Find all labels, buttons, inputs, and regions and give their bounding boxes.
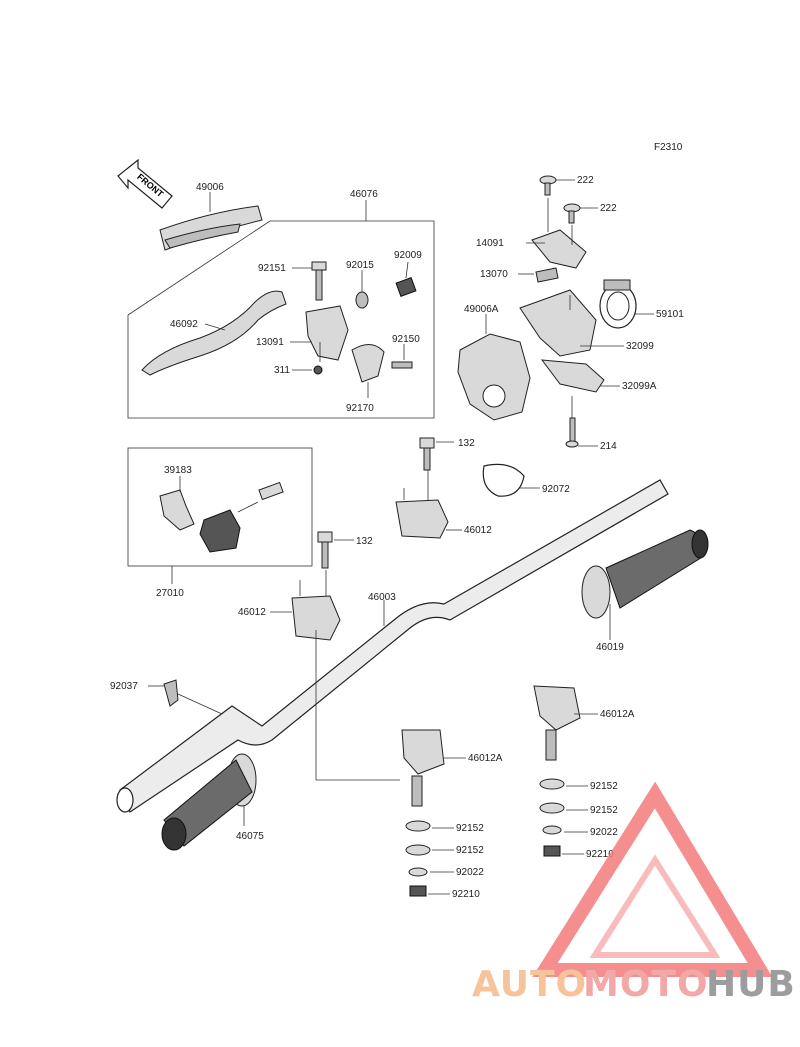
screw-222a-part: [539, 175, 557, 196]
callout-labels: 222 222 14091 13070 59101 49006A 32099 3…: [110, 175, 684, 900]
callout-27010: 27010: [156, 588, 184, 599]
front-arrow-icon: FRONT: [117, 158, 173, 209]
screw-214-part: [565, 417, 579, 448]
callout-59101: 59101: [656, 309, 684, 320]
grip-46019-part: [581, 529, 709, 619]
housing-32099-part: [519, 289, 597, 357]
switch-part: [199, 481, 284, 553]
callout-46019: 46019: [596, 642, 624, 653]
lever-holder-part: [305, 305, 349, 361]
nut-92210-r-part: [543, 845, 561, 857]
callout-92037: 92037: [110, 681, 138, 692]
callout-49006A: 49006A: [464, 304, 499, 315]
callout-92152-r2: 92152: [590, 805, 618, 816]
ring-59101-part: [599, 279, 637, 329]
callout-46012A-left: 46012A: [468, 753, 503, 764]
callout-222b: 222: [600, 203, 617, 214]
adjuster-92009-part: [395, 277, 417, 297]
callout-92072: 92072: [542, 484, 570, 495]
holder-46012a-part: [395, 499, 449, 539]
callout-92152-l1: 92152: [456, 823, 484, 834]
nut-92210-l-part: [409, 885, 427, 897]
callout-92150: 92150: [392, 334, 420, 345]
callout-311: 311: [274, 365, 290, 376]
watermark-logo: AUTO MOTO HUB: [472, 781, 796, 1005]
callout-49006: 49006: [196, 182, 224, 193]
watermark-text-moto: MOTO: [583, 964, 709, 1005]
callout-46092: 46092: [170, 319, 198, 330]
callout-132b: 132: [356, 536, 373, 547]
switch-assembly-box: [127, 447, 313, 567]
callout-46076: 46076: [350, 189, 378, 200]
grip-46075-part: [161, 753, 257, 851]
clamp-92170-part: [351, 344, 385, 383]
callout-32099: 32099: [626, 341, 654, 352]
cover-14091-part: [531, 229, 587, 269]
callout-32099A: 32099A: [622, 381, 657, 392]
cover-49006A-part: [457, 333, 531, 421]
nut-311-part: [313, 365, 323, 375]
callout-39183: 39183: [164, 465, 192, 476]
callout-92151: 92151: [258, 263, 286, 274]
washer-92022-r-part: [542, 825, 562, 835]
clip-92072-part: [482, 463, 525, 497]
washer-92152-r1-part: [539, 778, 565, 790]
callout-92015: 92015: [346, 260, 374, 271]
callout-92009: 92009: [394, 250, 422, 261]
holder-46012b-part: [291, 595, 341, 641]
riser-stud-right: [545, 729, 557, 761]
clip-92037-part: [163, 679, 179, 707]
watermark-triangle-icon: [532, 781, 773, 977]
watermark-text-auto: AUTO: [472, 964, 587, 1005]
callout-92210-r: 92210: [586, 849, 614, 860]
callout-14091: 14091: [476, 238, 504, 249]
housing-32099A-part: [540, 359, 605, 393]
part-13070: [535, 267, 559, 283]
callout-222a: 222: [577, 175, 594, 186]
callout-46012a: 46012: [464, 525, 492, 536]
handlebar-part: [119, 479, 669, 813]
callout-92022-l: 92022: [456, 867, 484, 878]
figure-code: F2310: [654, 142, 683, 153]
bolt-92151-part: [311, 261, 327, 301]
bracket-39183-part: [159, 489, 195, 531]
callout-92022-r: 92022: [590, 827, 618, 838]
washer-92015-part: [355, 291, 369, 309]
lever-assembly-box: [127, 220, 435, 419]
lever-guard-part: [159, 205, 263, 251]
washer-92152-r2-part: [539, 802, 565, 814]
callout-46012A-right: 46012A: [600, 709, 635, 720]
callout-46012b: 46012: [238, 607, 266, 618]
screw-222b-part: [563, 203, 581, 224]
callout-46003: 46003: [368, 592, 396, 603]
riser-46012A-left-part: [401, 729, 445, 775]
callout-92152-l2: 92152: [456, 845, 484, 856]
washer-92022-l-part: [408, 867, 428, 877]
watermark-text-hub: HUB: [706, 964, 796, 1005]
riser-stud-left: [411, 775, 423, 807]
callout-46075: 46075: [236, 831, 264, 842]
bolt-132a-part: [419, 437, 435, 471]
washer-92152-l2-part: [405, 844, 431, 856]
callout-13091: 13091: [256, 337, 284, 348]
callout-92210-l: 92210: [452, 889, 480, 900]
riser-46012A-right-part: [533, 685, 581, 731]
washer-92152-l1-part: [405, 820, 431, 832]
callout-13070: 13070: [480, 269, 508, 280]
callout-132a: 132: [458, 438, 475, 449]
callout-92170: 92170: [346, 403, 374, 414]
callout-92152-r1: 92152: [590, 781, 618, 792]
clutch-lever-part: [141, 290, 287, 376]
bolt-92150-part: [391, 361, 413, 369]
callout-214: 214: [600, 441, 617, 452]
bolt-132b-part: [317, 531, 333, 569]
